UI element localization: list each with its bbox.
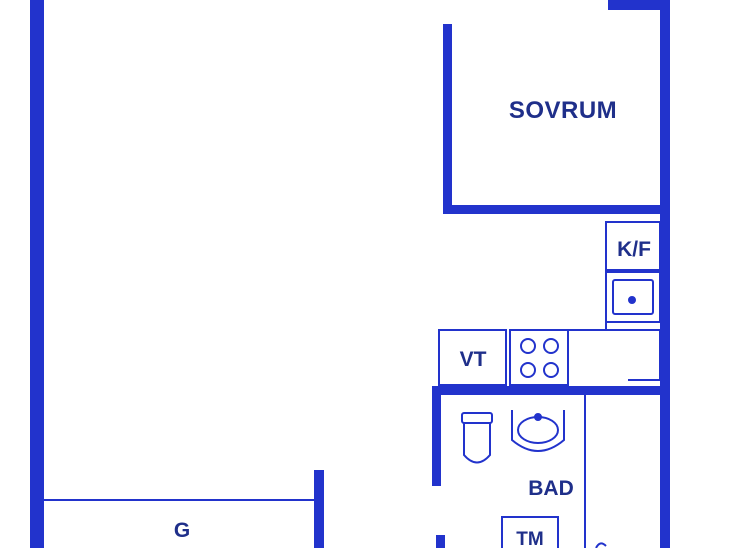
outer-wall-top-right	[608, 0, 660, 10]
room-label-garderobe: G	[174, 519, 190, 542]
sink-drain	[628, 296, 636, 304]
fridge-unit	[605, 221, 661, 323]
stove-box	[509, 329, 569, 386]
room-label-bathroom: BAD	[528, 477, 574, 500]
bedroom-wall-bottom	[443, 205, 665, 214]
stove-burner-3	[520, 362, 536, 378]
room-label-fridge: K/F	[617, 238, 651, 261]
room-label-bedroom: SOVRUM	[509, 97, 617, 124]
outer-wall-right	[660, 0, 670, 548]
washbasin-icon	[511, 410, 565, 452]
room-label-dryer: TM	[516, 529, 543, 548]
outer-wall-left	[30, 0, 44, 548]
bedroom-wall-left	[443, 24, 452, 214]
sink-box	[605, 271, 661, 323]
fridge-box	[605, 221, 661, 271]
dryer-box	[501, 516, 559, 548]
laundry-box	[438, 329, 507, 386]
counter-outline	[605, 322, 661, 381]
bathroom-wall-top	[432, 386, 665, 395]
room-label-laundry: VT	[460, 348, 487, 371]
bathroom-wall-left	[432, 386, 441, 486]
kitchen-counter	[438, 322, 661, 386]
sink-basin	[612, 279, 654, 315]
stove-burner-4	[543, 362, 559, 378]
bathroom-fixtures	[461, 395, 607, 548]
toilet-icon	[461, 412, 493, 464]
bathroom-wall-left-lower	[436, 535, 445, 548]
garderobe-wall-right	[314, 470, 324, 548]
shower-handle	[595, 542, 607, 548]
stove-burner-1	[520, 338, 536, 354]
walls	[30, 0, 670, 548]
stove-burner-2	[543, 338, 559, 354]
